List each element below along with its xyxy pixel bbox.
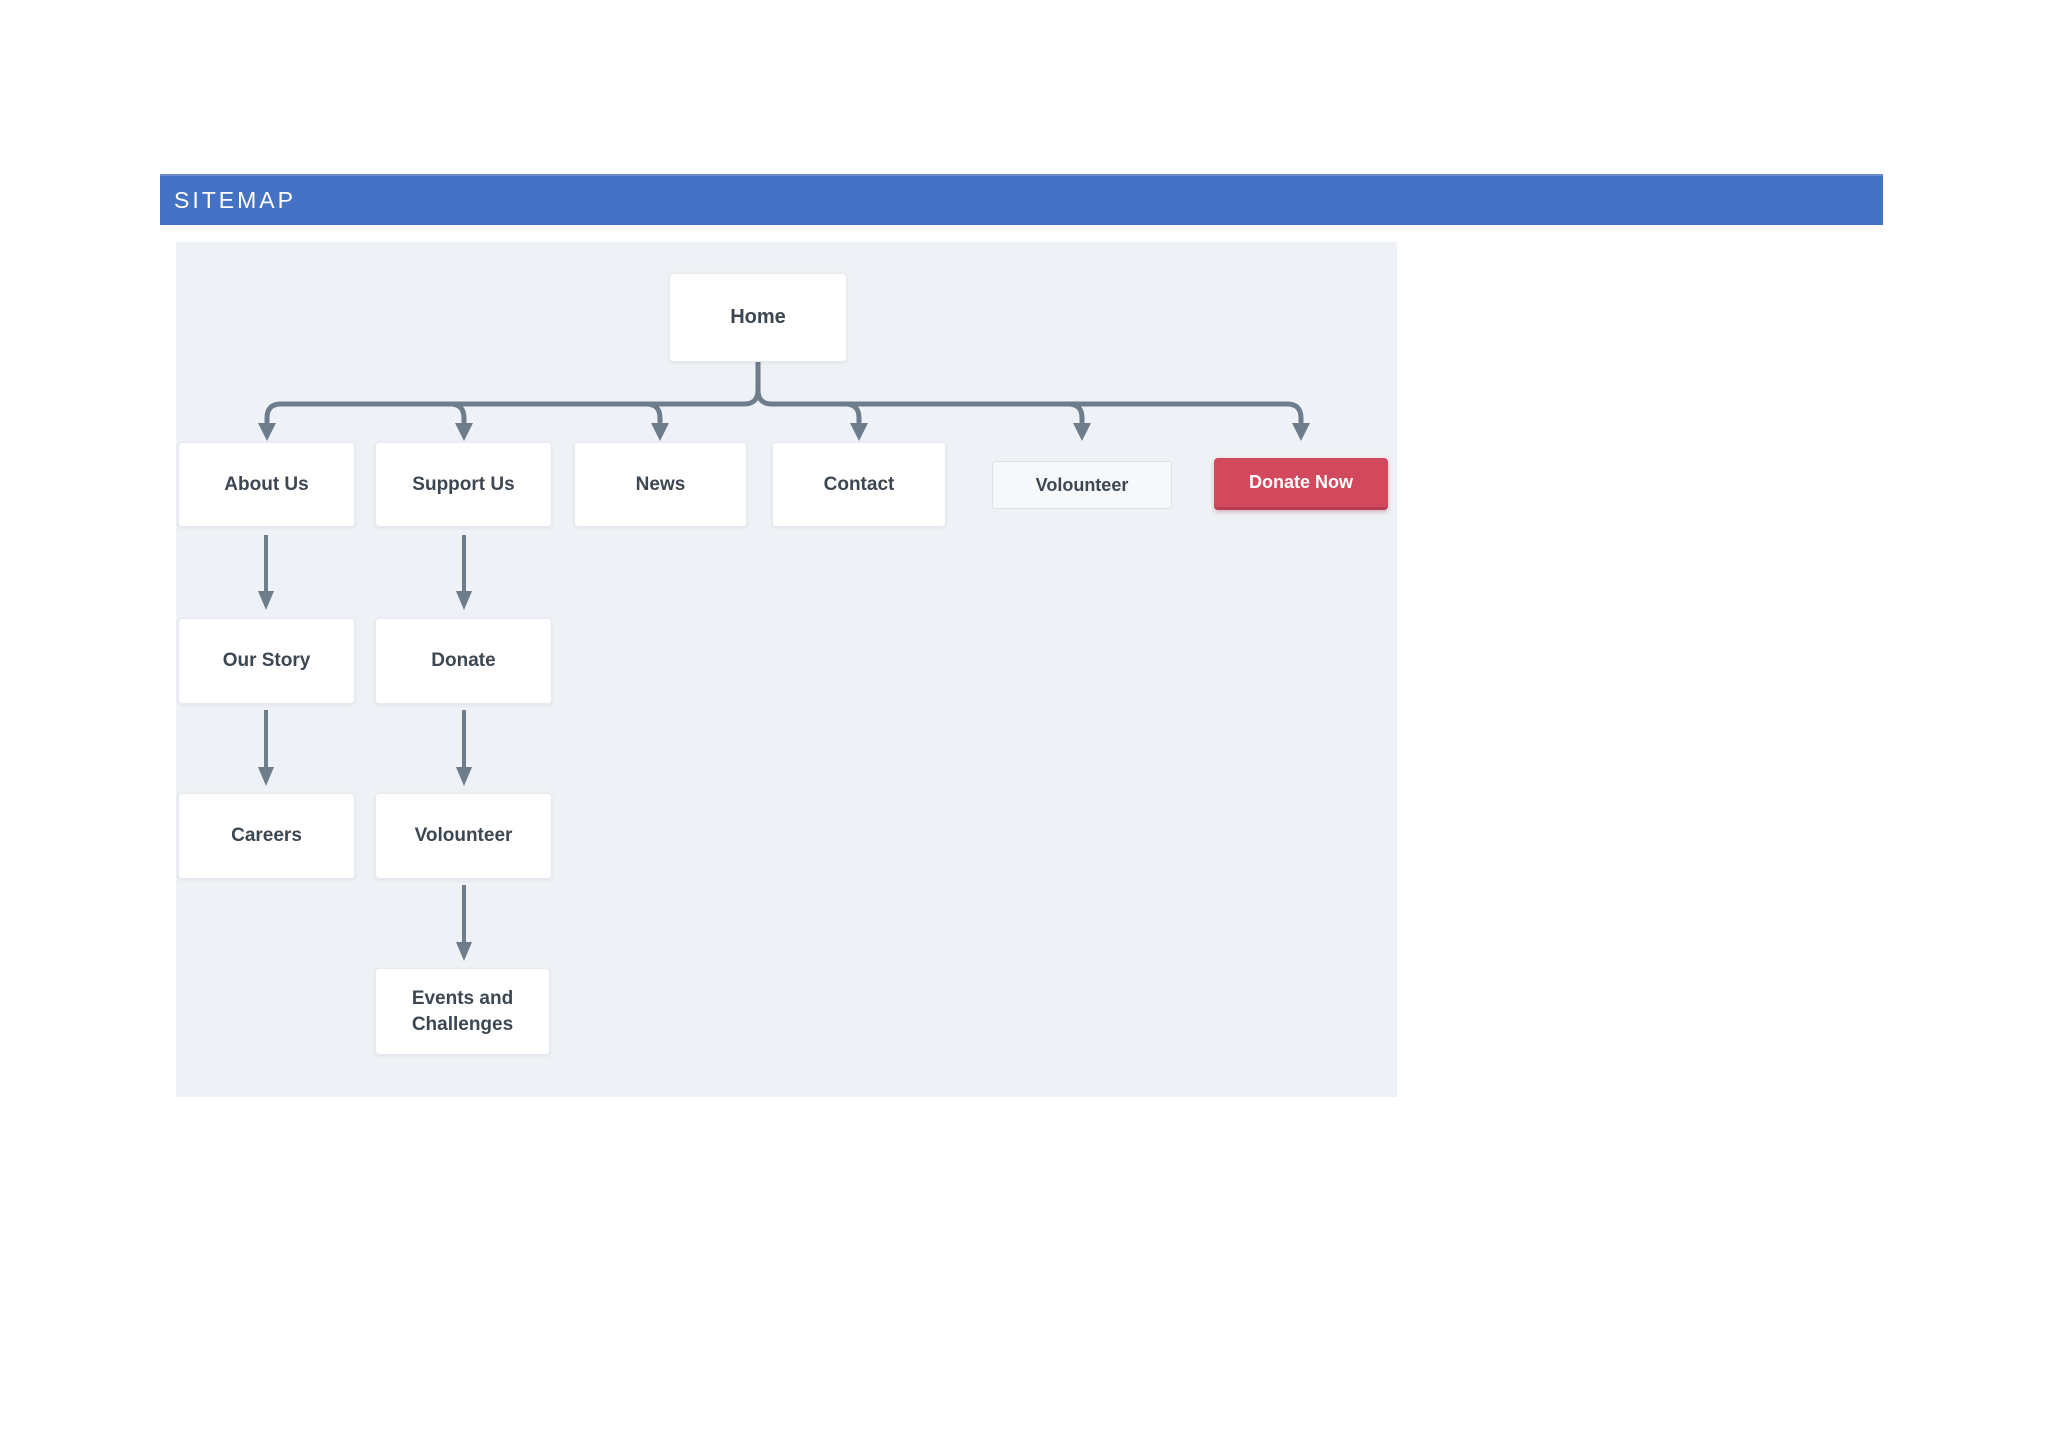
node-careers[interactable]: Careers [178, 793, 355, 879]
donate-now-button[interactable]: Donate Now [1214, 458, 1388, 510]
node-about-us[interactable]: About Us [178, 442, 355, 527]
node-about-us-label: About Us [224, 473, 309, 495]
node-careers-label: Careers [231, 825, 302, 847]
donate-now-button-label: Donate Now [1248, 472, 1353, 492]
node-support-us-label: Support Us [412, 473, 515, 495]
node-news[interactable]: News [574, 442, 747, 527]
node-our-story[interactable]: Our Story [178, 618, 355, 704]
node-events-and-challenges[interactable]: Events and Challenges [375, 968, 550, 1055]
volounteer-button-label: Volounteer [1035, 474, 1129, 495]
node-volounteer-sub[interactable]: Volounteer [375, 793, 552, 879]
volounteer-button[interactable]: Volounteer [992, 461, 1172, 509]
node-home[interactable]: Home [669, 273, 847, 362]
node-donate[interactable]: Donate [375, 618, 552, 704]
page-title: SITEMAP [174, 187, 296, 213]
node-contact[interactable]: Contact [772, 442, 946, 527]
node-events-and-challenges-label: Events and Challenges [411, 987, 514, 1035]
node-volounteer-sub-label: Volounteer [414, 825, 513, 847]
sitemap-header-bar: SITEMAP [160, 174, 1883, 225]
node-support-us[interactable]: Support Us [375, 442, 552, 527]
sitemap-panel [176, 242, 1397, 1097]
node-donate-label: Donate [431, 650, 496, 672]
node-our-story-label: Our Story [222, 650, 311, 672]
node-home-label: Home [730, 306, 786, 328]
node-contact-label: Contact [823, 473, 895, 495]
node-news-label: News [635, 473, 686, 495]
